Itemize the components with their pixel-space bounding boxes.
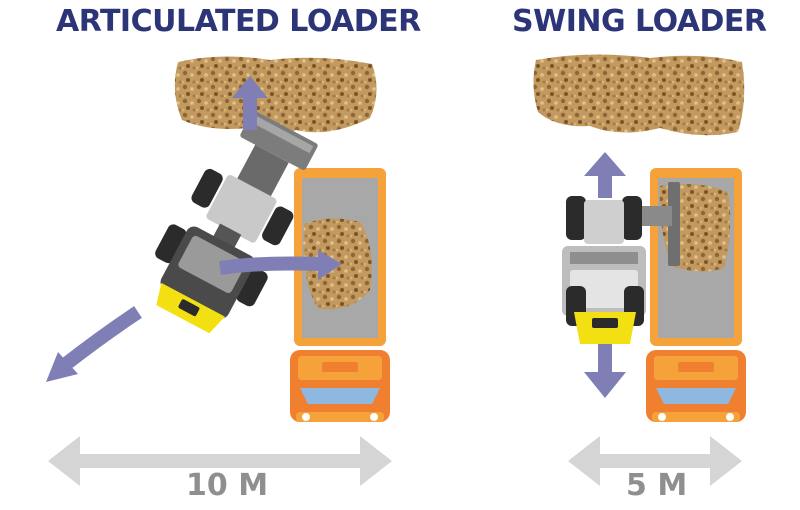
truck-left [290,168,390,422]
articulated-loader-title: ARTICULATED LOADER [56,4,421,39]
arrowhead-up-left [232,76,268,98]
dimension-arrow-right [568,436,742,486]
arrow-curve-left [61,306,142,370]
arrowhead-right-left [318,250,342,280]
swing-loader-title: SWING LOADER [512,4,767,39]
arrowhead-curve-left [46,352,78,382]
material-pile-right [533,54,745,136]
movement-arrow-right [584,152,626,398]
articulated-loader-distance: 10 M [186,468,269,503]
arrow-right-left [218,256,321,275]
movement-arrows-left [61,96,321,370]
swing-loader-distance: 5 M [626,468,688,503]
dimension-arrow-left [48,436,392,486]
swing-loader [562,182,680,344]
articulated-loader [155,110,318,334]
material-pile-left [174,56,377,136]
